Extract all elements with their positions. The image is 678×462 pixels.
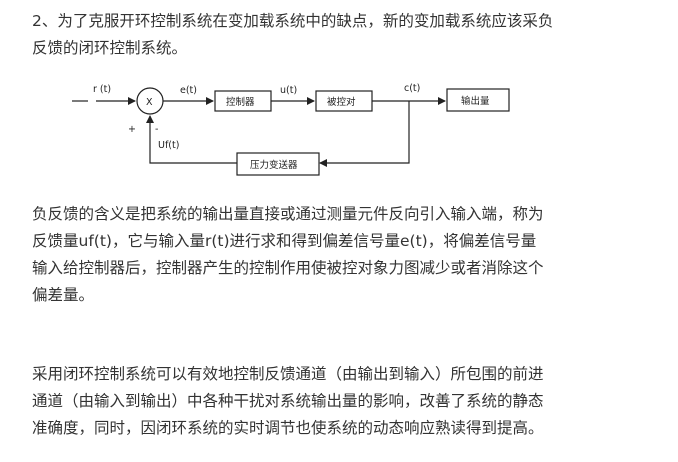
text-line: 偏差量。 — [32, 286, 95, 304]
text-line: 采用闭环控制系统可以有效地控制反馈通道（由输出到输入）所包围的前进 — [32, 365, 544, 383]
text-line: 反馈的闭环控制系统。 — [32, 39, 188, 57]
text-line: 通道（由输入到输出）中各种干扰对系统输出量的影响，改善了系统的静态 — [32, 392, 544, 410]
signal-uf-label: Uf(t) — [158, 140, 179, 151]
signal-e-label: e(t) — [180, 85, 197, 96]
signal-r-label: r (t) — [93, 84, 111, 95]
text-line: 2、为了克服开环控制系统在变加载系统中的缺点，新的变加载系统应该采负 — [32, 12, 554, 30]
text-line: 反馈量uf(t)，它与输入量r(t)进行求和得到偏差信号量e(t)，将偏差信号量 — [32, 232, 537, 250]
feedback-arrow-to-sensor — [319, 101, 410, 167]
output-block — [446, 88, 510, 112]
feedback-arrow-to-junction — [146, 115, 237, 164]
controller-label: 控制器 — [226, 96, 255, 108]
sum-symbol: X — [146, 97, 153, 108]
text-line: 负反馈的含义是把系统的输出量直接或通过测量元件反向引入输入端，称为 — [32, 205, 544, 223]
text-line: 输入给控制器后，控制器产生的控制作用使被控对象力图减少或者消除这个 — [32, 259, 544, 277]
plant-label: 被控对 — [327, 96, 356, 108]
paragraph-closed-loop: 采用闭环控制系统可以有效地控制反馈通道（由输出到输入）所包围的前进 通道（由输入… — [32, 361, 662, 442]
output-label: 输出量 — [461, 95, 490, 107]
signal-u-label: u(t) — [280, 85, 297, 96]
plus-sign: + — [128, 124, 136, 135]
text-line: 准确度，同时，因闭环系统的实时调节也使系统的动态响应熟读得到提高。 — [32, 419, 544, 437]
minus-sign: - — [155, 124, 158, 135]
sensor-label: 压力变送器 — [250, 159, 298, 171]
paragraph-intro: 2、为了克服开环控制系统在变加载系统中的缺点，新的变加载系统应该采负 反馈的闭环… — [32, 8, 662, 62]
paragraph-negative-feedback: 负反馈的含义是把系统的输出量直接或通过测量元件反向引入输入端，称为 反馈量uf(… — [32, 201, 662, 309]
sensor-block — [236, 152, 320, 176]
signal-c-label: c(t) — [404, 83, 420, 94]
